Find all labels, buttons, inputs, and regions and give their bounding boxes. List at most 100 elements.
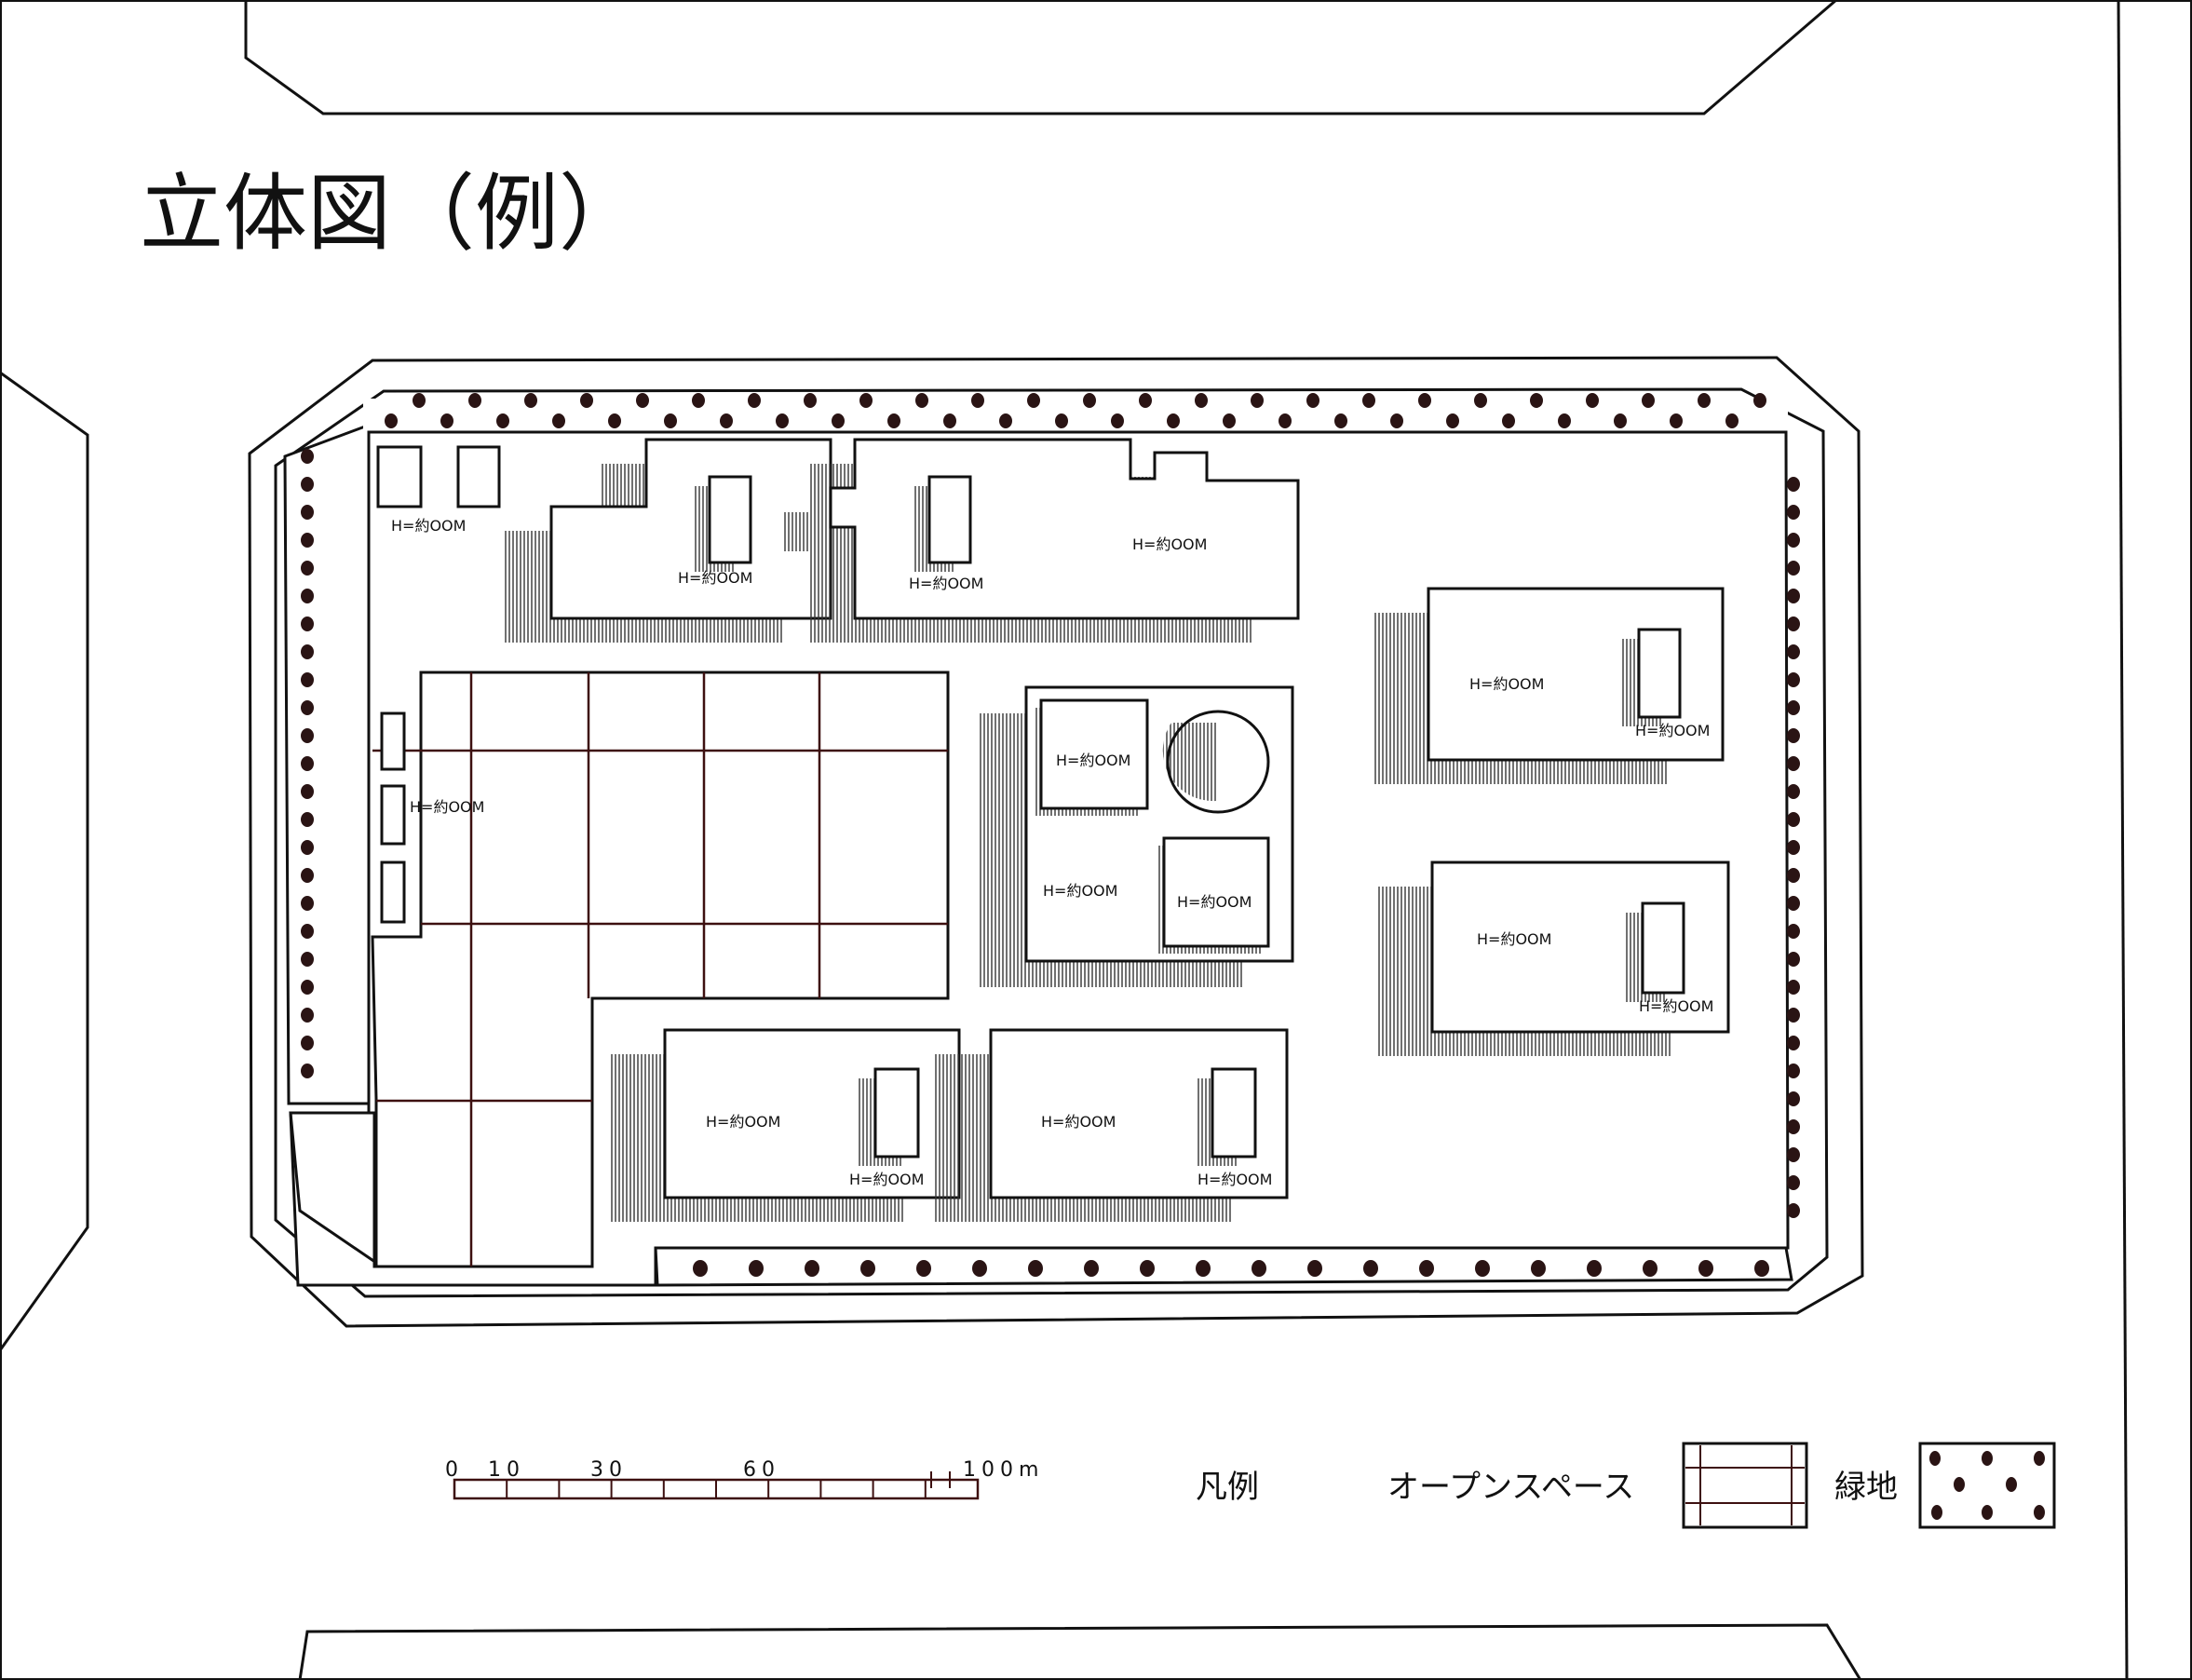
tower — [1039, 698, 1149, 810]
green-dot — [1586, 393, 1599, 408]
green-dot — [1195, 393, 1208, 408]
scale-tick-10: 10 — [488, 1458, 525, 1482]
green-dot — [720, 413, 733, 428]
green-dot — [301, 840, 314, 855]
green-dot — [301, 1064, 314, 1078]
green-dot — [552, 413, 565, 428]
green-dot — [301, 1008, 314, 1023]
open-space-grid — [372, 672, 948, 1267]
green-dot — [1643, 1260, 1658, 1277]
green-dot — [301, 616, 314, 631]
green-strip-west — [283, 421, 374, 1105]
green-dot — [1787, 1203, 1800, 1218]
green-dot — [1028, 1260, 1043, 1277]
green-dot — [1787, 505, 1800, 520]
surrounding-blocks — [0, 0, 2129, 1680]
tower — [927, 475, 972, 564]
green-dot — [1084, 1260, 1099, 1277]
green-dot — [776, 413, 789, 428]
height-label: H=約OOM — [1635, 722, 1710, 739]
legend-green-swatch — [1918, 1442, 2056, 1529]
height-label: H=約OOM — [391, 517, 466, 535]
green-dots — [301, 393, 1800, 1277]
green-dot — [301, 672, 314, 687]
green-strip-north — [363, 399, 1788, 432]
tower — [376, 445, 423, 508]
tower — [873, 1067, 920, 1158]
green-dot — [1279, 413, 1292, 428]
green-dot — [301, 812, 314, 827]
page-title: 立体図（例） — [140, 165, 643, 263]
green-dot — [301, 868, 314, 883]
green-dot — [693, 1260, 708, 1277]
scale-tick-0: 0 — [445, 1458, 464, 1482]
scale-ticks: 0 10 30 60 100m — [445, 1458, 1038, 1482]
green-dot — [1251, 393, 1264, 408]
scale-tick-60: 60 — [743, 1458, 780, 1482]
open-space-outline — [371, 671, 950, 1268]
green-dot — [1787, 840, 1800, 855]
green-dot — [1307, 1260, 1322, 1277]
green-dot — [1446, 413, 1459, 428]
green-dot — [301, 896, 314, 911]
green-dot — [804, 393, 817, 408]
tower — [1641, 901, 1685, 995]
green-dot — [1787, 644, 1800, 659]
scale-tick-30: 30 — [590, 1458, 628, 1482]
green-dot — [1725, 413, 1739, 428]
green-dot — [608, 413, 621, 428]
green-dot — [1787, 924, 1800, 939]
scale-divisions — [506, 1471, 951, 1498]
tower — [380, 711, 406, 771]
height-label: H=約OOM — [1197, 1171, 1272, 1188]
legend-green-label: 緑地 — [1834, 1469, 1898, 1506]
green-dot — [859, 393, 873, 408]
green-dot — [1698, 1260, 1713, 1277]
open-space-area — [371, 671, 950, 1268]
green-dot — [301, 924, 314, 939]
green-dot — [1787, 896, 1800, 911]
green-dot — [860, 1260, 875, 1277]
green-dot — [1787, 1175, 1800, 1190]
green-dot — [301, 700, 314, 715]
height-labels: H=約OOM H=約OOM H=約OOM H=約OOM H=約OOM H=約OOM H=約O… — [391, 517, 1713, 1188]
green-dot — [749, 1260, 764, 1277]
tower — [1211, 1067, 1257, 1158]
tank-circle — [1166, 710, 1270, 814]
green-dot — [1362, 393, 1375, 408]
green-dot — [1787, 1008, 1800, 1023]
green-dot — [971, 393, 984, 408]
green-dot — [301, 644, 314, 659]
height-label: H=約OOM — [1041, 1113, 1116, 1131]
green-dot — [1196, 1260, 1211, 1277]
green-dot — [1475, 1260, 1490, 1277]
green-dot — [1418, 393, 1431, 408]
green-dot — [915, 393, 928, 408]
legend: 凡例 オープンスペース 緑地 — [1196, 1442, 2056, 1529]
green-dot — [692, 393, 705, 408]
green-dot — [1111, 413, 1124, 428]
green-dot — [301, 980, 314, 995]
green-dot — [1419, 1260, 1434, 1277]
green-dot — [636, 393, 649, 408]
green-dot — [301, 1036, 314, 1050]
green-dot — [664, 413, 677, 428]
tower — [380, 784, 406, 846]
green-dot — [1787, 561, 1800, 576]
tower — [1162, 836, 1270, 948]
green-dot — [1502, 413, 1515, 428]
green-dot — [972, 1260, 987, 1277]
height-label: H=約OOM — [1056, 752, 1130, 769]
green-dot — [301, 561, 314, 576]
green-dot — [1614, 413, 1627, 428]
height-label: H=約OOM — [1132, 535, 1207, 553]
green-dot — [1306, 393, 1319, 408]
green-dot — [887, 413, 900, 428]
green-dot — [301, 533, 314, 548]
height-label: H=約OOM — [706, 1113, 780, 1131]
height-label: H=約OOM — [1177, 893, 1252, 911]
green-dot — [580, 393, 593, 408]
green-dot — [301, 505, 314, 520]
green-strip-south — [654, 1246, 1793, 1287]
